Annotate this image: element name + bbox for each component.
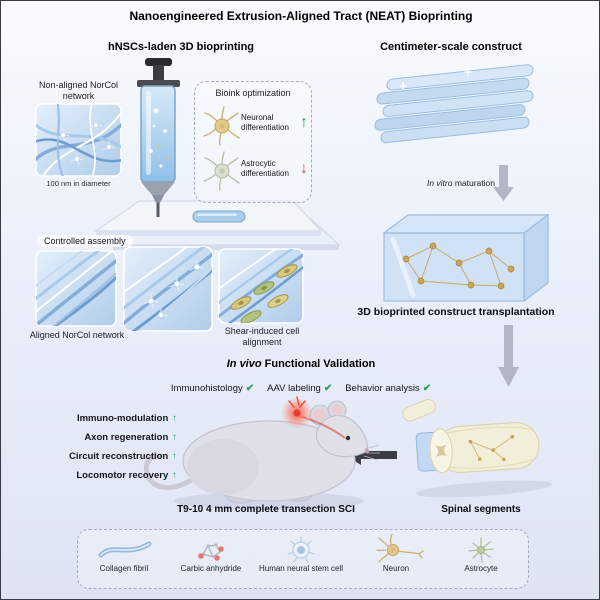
aligned-network-panel (35, 250, 117, 327)
increase-arrow-icon: ↑ (300, 113, 308, 131)
matured-construct (382, 213, 550, 303)
aligned-network-label: Aligned NorCol network (29, 330, 125, 340)
legend-box (77, 529, 529, 589)
carbic-anhydride-icon (198, 543, 224, 561)
outcome-circuit-reconstruction: Circuit reconstruction ↑ (69, 451, 177, 462)
neuronal-differentiation-item: Neuronal differentiation ↑ (241, 113, 309, 132)
spinal-segments-label: Spinal segments (441, 504, 521, 515)
legend-collagen-fibril-label: Collagen fibril (99, 564, 149, 573)
figure-title: Nanoengineered Extrusion-Aligned Tract (… (129, 9, 473, 23)
outcome-immuno-modulation: Immuno-modulation ↑ (76, 413, 177, 424)
printed-filament (192, 210, 246, 223)
fibril-diameter-label: 100 nm in diameter (46, 179, 111, 188)
neuronal-differentiation-label: Neuronal differentiation (241, 113, 289, 132)
aav-labeling-check: AAV labeling ✔ (267, 383, 333, 394)
human-neural-stem-cell-icon (287, 536, 315, 563)
maturation-arrow (493, 165, 514, 201)
shear-alignment-panel (218, 248, 304, 324)
legend-human-nsc-label: Human neural stem cell (258, 564, 344, 573)
legend-astrocyte-label: Astrocyte (464, 564, 498, 573)
validation-heading: In vivo Functional Validation (226, 358, 376, 370)
astrocyte-icon (468, 537, 494, 563)
immunohistology-check: Immunohistology ✔ (170, 383, 255, 394)
transplantation-arrow (498, 325, 519, 387)
check-icon: ✔ (323, 383, 333, 394)
astrocytic-differentiation-label: Astrocytic differentiation (241, 159, 289, 178)
astrocytic-differentiation-item: Astrocytic differentiation ↓ (241, 159, 309, 178)
right-section-heading: Centimeter-scale construct (380, 41, 522, 53)
aligned-cells-panel (123, 246, 213, 332)
controlled-assembly-label: Controlled assembly (37, 231, 133, 249)
nonaligned-network-label: Non-aligned NorCol network (38, 80, 119, 102)
mouse-illustration (143, 396, 380, 510)
bioink-box-title: Bioink optimization (215, 88, 291, 98)
behavior-analysis-check: Behavior analysis ✔ (345, 383, 432, 394)
nonaligned-network-panel (35, 103, 122, 177)
increase-arrow-icon: ↑ (172, 451, 177, 462)
astrocytic-cell-icon (203, 151, 240, 191)
collagen-fibril-icon (98, 541, 152, 558)
check-icon: ✔ (245, 383, 255, 394)
bioink-optimization-box (194, 81, 312, 203)
increase-arrow-icon: ↑ (172, 413, 177, 424)
increase-arrow-icon: ↑ (172, 470, 177, 481)
outcome-axon-regeneration: Axon regeneration ↑ (84, 432, 177, 443)
legend-carbic-anhydride-label: Carbic anhydride (180, 564, 242, 573)
syringe-extruder (137, 58, 180, 217)
outcomes-list: Immuno-modulation ↑ Axon regeneration ↑ … (45, 409, 177, 485)
shear-alignment-label: Shear-induced cell alignment (224, 326, 300, 348)
check-icon: ✔ (422, 383, 432, 394)
sci-model-label: T9-10 4 mm complete transection SCI (177, 504, 355, 515)
transplantation-label: 3D bioprinted construct transplantation (357, 306, 555, 318)
neuron-icon (376, 533, 424, 563)
legend-neuron-label: Neuron (382, 564, 410, 573)
validation-checks-row: Immunohistology ✔ AAV labeling ✔ Behavio… (111, 383, 491, 394)
increase-arrow-icon: ↑ (172, 432, 177, 443)
centimeter-construct (374, 64, 534, 144)
outcome-locomotor-recovery: Locomotor recovery ↑ (76, 470, 177, 481)
neuronal-cell-icon (203, 106, 240, 146)
decrease-arrow-icon: ↓ (300, 159, 308, 177)
in-vitro-maturation-label: In vitro maturation (426, 178, 495, 188)
left-section-heading: hNSCs-laden 3D bioprinting (107, 41, 255, 53)
spinal-segments-illustration (402, 398, 552, 498)
